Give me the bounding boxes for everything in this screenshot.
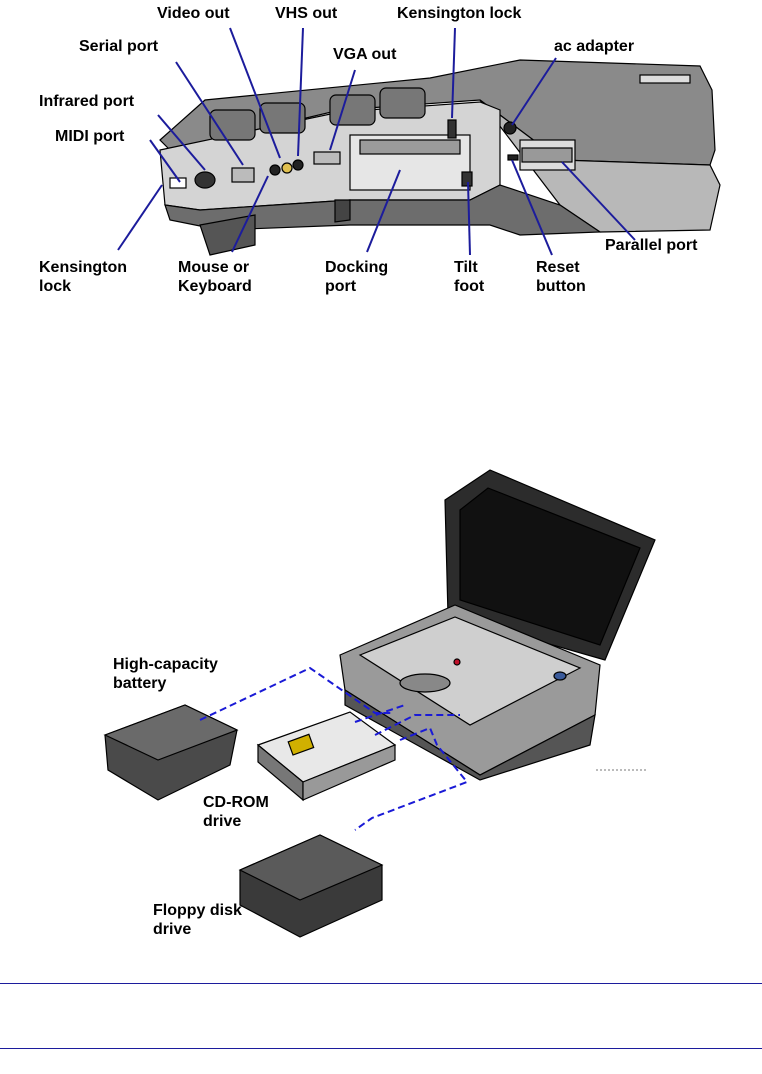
label-midi-port: MIDI port xyxy=(55,128,125,145)
label-infrared-port: Infrared port xyxy=(39,93,135,110)
module-connector-lines xyxy=(199,666,469,831)
divider-bottom xyxy=(0,1048,762,1049)
label-video-out: Video out xyxy=(157,5,230,22)
label-vga-out: VGA out xyxy=(333,46,397,63)
label-kensington-lock-bottom: Kensington lock xyxy=(39,259,127,295)
label-floppy: Floppy disk drive xyxy=(153,902,242,938)
label-tilt-foot: Tilt foot xyxy=(454,259,485,295)
label-ac-adapter: ac adapter xyxy=(554,38,635,55)
label-kensington-lock-top: Kensington lock xyxy=(397,5,522,22)
leader-lines xyxy=(117,27,636,256)
label-cdrom: CD-ROM drive xyxy=(203,794,269,830)
label-parallel-port: Parallel port xyxy=(605,237,698,254)
label-reset-button: Reset button xyxy=(536,259,586,295)
laptop-rear-illustration xyxy=(159,59,721,256)
label-serial-port: Serial port xyxy=(79,38,159,55)
laptop-modules-illustration xyxy=(103,469,656,938)
label-mouse-keyboard: Mouse or Keyboard xyxy=(178,259,252,295)
label-battery: High-capacity battery xyxy=(113,656,218,692)
label-vhs-out: VHS out xyxy=(275,5,338,22)
label-docking-port: Docking port xyxy=(325,259,389,295)
divider-top xyxy=(0,983,762,984)
